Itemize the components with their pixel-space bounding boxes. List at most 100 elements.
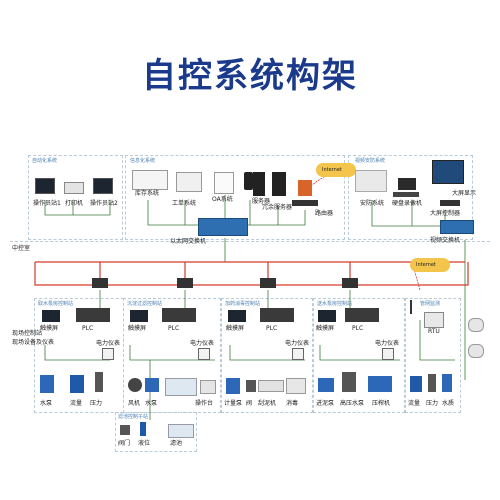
big-screen-label: 大屏显示 xyxy=(452,190,477,197)
video-security-label: 视频安防系统 xyxy=(355,158,386,164)
device-1-2-label: 流量 xyxy=(70,400,83,407)
antenna-icon xyxy=(410,300,412,314)
central-control-label: 中控室 xyxy=(12,245,31,252)
op-station2-label: 操作员站2 xyxy=(90,200,118,207)
internet-top-label: Internet xyxy=(322,167,342,173)
meter-3-label: 电力仪表 xyxy=(285,340,310,347)
work-order-label: 工单系统 xyxy=(172,200,197,207)
rtu-icon xyxy=(424,312,444,328)
automation-box xyxy=(28,155,123,240)
pipe-monitor-box xyxy=(405,298,461,413)
ring-switch-3-icon xyxy=(260,278,276,288)
pump-1-icon xyxy=(40,375,54,393)
press-icon xyxy=(368,376,392,392)
touch-1-label: 触摸屏 xyxy=(40,325,59,332)
filter-device-1-label: 阀门 xyxy=(118,440,131,447)
plc-2-label: PLC xyxy=(168,325,180,332)
security-label: 安防系统 xyxy=(360,200,385,207)
water-supply-box xyxy=(313,298,405,413)
ring-switch-2-icon xyxy=(177,278,193,288)
central-control-line xyxy=(10,241,490,242)
intake-pump-label: 取水泵房控制站 xyxy=(38,301,74,307)
sludge-pump-icon xyxy=(318,378,334,392)
automation-label: 自动化系统 xyxy=(32,158,58,164)
operator-station-2-icon xyxy=(93,178,113,194)
plc-1-label: PLC xyxy=(82,325,94,332)
filter-tank-icon xyxy=(168,424,194,438)
meter-4-label: 电力仪表 xyxy=(375,340,400,347)
fan-icon xyxy=(128,378,142,392)
ethernet-switch-label: 以太网交换机 xyxy=(170,238,207,245)
device-3-3-label: 刮泥机 xyxy=(258,400,277,407)
internet-mid-label: Internet xyxy=(416,262,436,268)
site-control-label: 现场控制站 xyxy=(12,330,43,337)
redundant-server-label: 冗余服务器 xyxy=(262,204,293,211)
water-supply-label: 送水泵房控制站 xyxy=(317,301,353,307)
video-security-box xyxy=(348,155,473,240)
printer-label: 打印机 xyxy=(65,200,84,207)
device-3-1-label: 计量泵 xyxy=(224,400,243,407)
touch-screen-2-icon xyxy=(130,310,148,322)
dvr-box-icon xyxy=(393,192,419,197)
dosing-label: 加药消毒控制站 xyxy=(225,301,261,307)
touch-screen-3-icon xyxy=(228,310,246,322)
power-meter-3-icon xyxy=(292,348,304,360)
device-1-1-label: 水泵 xyxy=(40,400,53,407)
power-meter-4-icon xyxy=(382,348,394,360)
dosing-box xyxy=(221,298,313,413)
tank-icon xyxy=(165,378,197,396)
flowmeter-1-icon xyxy=(70,375,84,393)
rtu-label: RTU xyxy=(428,328,440,335)
device-1-3-label: 压力 xyxy=(90,400,103,407)
inventory-icon xyxy=(132,170,168,190)
informatization-label: 信息化系统 xyxy=(130,158,156,164)
plc-2-icon xyxy=(162,308,196,322)
monitor-quality-icon xyxy=(442,374,452,392)
inventory-label: 库存系统 xyxy=(135,190,160,197)
video-switch-label: 视频交换机 xyxy=(430,237,461,244)
settling-label: 沉淀过滤控制站 xyxy=(127,301,163,307)
printer-icon xyxy=(64,182,84,194)
redundant-server-icon xyxy=(272,172,286,196)
pipe-monitor-label: 管网监测 xyxy=(420,301,441,307)
console-icon xyxy=(200,380,216,394)
phone-icon xyxy=(244,172,253,190)
device-4-3-label: 压榨机 xyxy=(372,400,391,407)
plc-3-label: PLC xyxy=(266,325,278,332)
internet-top-cloud xyxy=(316,163,356,177)
device-3-2-label: 阀 xyxy=(246,400,253,407)
plc-4-label: PLC xyxy=(352,325,364,332)
firewall-icon xyxy=(298,180,312,196)
ring-switch-1-icon xyxy=(92,278,108,288)
touch-screen-4-icon xyxy=(318,310,336,322)
filter-valve-icon xyxy=(120,425,130,435)
meter-2-label: 电力仪表 xyxy=(190,340,215,347)
ethernet-switch-icon xyxy=(198,218,248,236)
router-icon xyxy=(292,200,318,206)
server-label: 服务器 xyxy=(252,198,271,205)
touch-4-label: 触摸屏 xyxy=(316,325,335,332)
ring-switch-4-icon xyxy=(342,278,358,288)
video-switch-icon xyxy=(440,220,474,234)
device-2-4-label: 操作台 xyxy=(195,400,214,407)
monitor-flowmeter-icon xyxy=(410,376,422,392)
filter-sub-box xyxy=(115,412,197,452)
filter-level-icon xyxy=(140,422,146,436)
plc-3-icon xyxy=(260,308,294,322)
oa-label: OA系统 xyxy=(212,196,233,203)
power-meter-2-icon xyxy=(198,348,210,360)
plc-4-icon xyxy=(345,308,379,322)
informatization-box xyxy=(125,155,345,240)
router-label: 路由器 xyxy=(315,210,334,217)
metering-pump-icon xyxy=(226,378,240,394)
monitor-device-2-label: 压力 xyxy=(426,400,439,407)
scraper-icon xyxy=(258,380,284,392)
dome-camera-2-icon xyxy=(468,344,484,358)
big-screen-icon xyxy=(432,160,464,184)
device-3-4-label: 消毒 xyxy=(286,400,299,407)
monitor-pressure-icon xyxy=(428,374,436,392)
security-camera-icon xyxy=(355,170,387,192)
page-title: 自控系统构架 xyxy=(142,56,358,96)
monitor-device-1-label: 流量 xyxy=(408,400,421,407)
